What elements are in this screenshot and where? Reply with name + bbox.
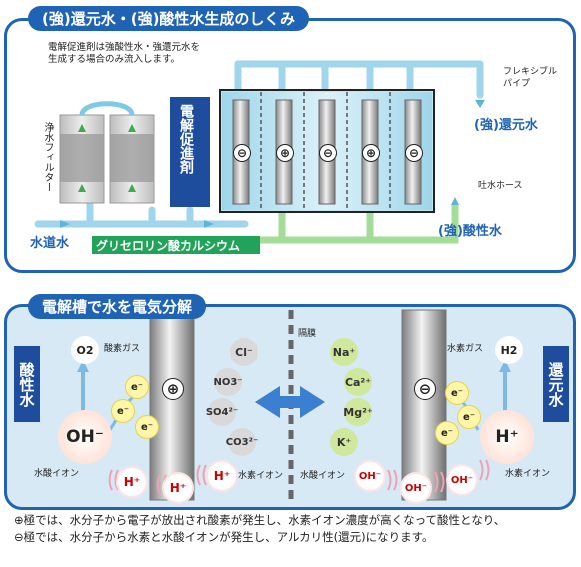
electron: e⁻ xyxy=(126,376,148,398)
top-title: (強)還元水・(強)酸性水生成のしくみ xyxy=(28,6,310,31)
anion-nitrate: NO3⁻ xyxy=(213,368,243,396)
electrode-sign-2: ⊕ xyxy=(276,144,294,162)
outlet-hose-label: 吐水ホース xyxy=(478,181,523,191)
cation-potassium: K⁺ xyxy=(330,428,358,456)
calcium-label: グリセロリン酸カルシウム xyxy=(96,239,241,253)
filter-label: 浄水フィルター xyxy=(42,122,53,192)
cathode-sign: ⊖ xyxy=(414,378,436,400)
hydrogen-molecule: H2 xyxy=(495,336,523,364)
oxygen-molecule: O2 xyxy=(71,336,99,364)
caption-line-2: ⊖極では、水分子から水素と水酸イオンが発生し、アルカリ性(還元)になります。 xyxy=(14,530,434,544)
electron: e⁻ xyxy=(112,400,134,422)
electron: e⁻ xyxy=(436,422,458,444)
reduced-water-label: (強)還元水 xyxy=(474,118,538,133)
acid-side-label: 酸性水 xyxy=(14,346,40,422)
anion-chloride: Cl⁻ xyxy=(230,338,258,366)
hydroxide-ion-big: OH⁻ xyxy=(58,410,112,464)
hydrogen-ion: H⁺ xyxy=(118,468,146,496)
oxygen-gas-label: 酸素ガス xyxy=(104,344,141,354)
hydrogen-ion-label-left: 水素イオン xyxy=(238,471,284,481)
hydroxide-ion-label-left: 水酸イオン xyxy=(34,469,80,479)
electrode-sign-5: ⊖ xyxy=(405,144,423,162)
electron: e⁻ xyxy=(446,382,468,404)
hydrogen-gas-label: 水素ガス xyxy=(447,344,484,354)
electrode-sign-4: ⊕ xyxy=(362,144,380,162)
anode-sign: ⊕ xyxy=(162,378,184,400)
electrode-sign-3: ⊖ xyxy=(319,144,337,162)
caption: ⊕極では、水分子から電子が放出され酸素が発生し、水素イオン濃度が高くなって酸性と… xyxy=(14,512,574,546)
anion-carbonate: CO3²⁻ xyxy=(226,428,258,456)
cation-magnesium: Mg²⁺ xyxy=(343,398,373,426)
membrane-label: 隔膜 xyxy=(298,329,317,339)
electrode-sign-1: ⊖ xyxy=(233,144,251,162)
accelerator-note: 電解促進剤は強酸性水・強還元水を 生成する場合のみ流入します。 xyxy=(48,42,201,65)
hydroxide-ion: OH⁻ xyxy=(402,474,430,502)
electron: e⁻ xyxy=(458,406,480,428)
hydroxide-ion: OH⁻ xyxy=(356,462,384,490)
bottom-title: 電解槽で水を電気分解 xyxy=(28,294,207,319)
hydrogen-ion: H⁺ xyxy=(164,474,192,502)
hydrogen-ion-big: H⁺ xyxy=(480,410,534,464)
anion-sulfate: SO4²⁻ xyxy=(206,398,238,426)
tap-water-label: 水道水 xyxy=(30,236,70,251)
reduced-side-label: 還元水 xyxy=(543,346,569,422)
hydrogen-ion: H⁺ xyxy=(208,462,236,490)
electron: e⁻ xyxy=(136,416,158,438)
hydrogen-ion-label-right: 水素イオン xyxy=(505,469,551,479)
hydroxide-ion-label-right: 水酸イオン xyxy=(300,471,346,481)
acid-water-label: (強)酸性水 xyxy=(438,224,502,239)
flex-pipe-label: フレキシブル パイプ xyxy=(503,67,558,89)
cation-calcium: Ca²⁺ xyxy=(344,368,372,396)
hydroxide-ion: OH⁻ xyxy=(448,466,476,494)
accelerator-label: 電解促進剤 xyxy=(178,104,194,174)
caption-line-1: ⊕極では、水分子から電子が放出され酸素が発生し、水素イオン濃度が高くなって酸性と… xyxy=(14,513,506,527)
cation-sodium: Na⁺ xyxy=(330,338,358,366)
